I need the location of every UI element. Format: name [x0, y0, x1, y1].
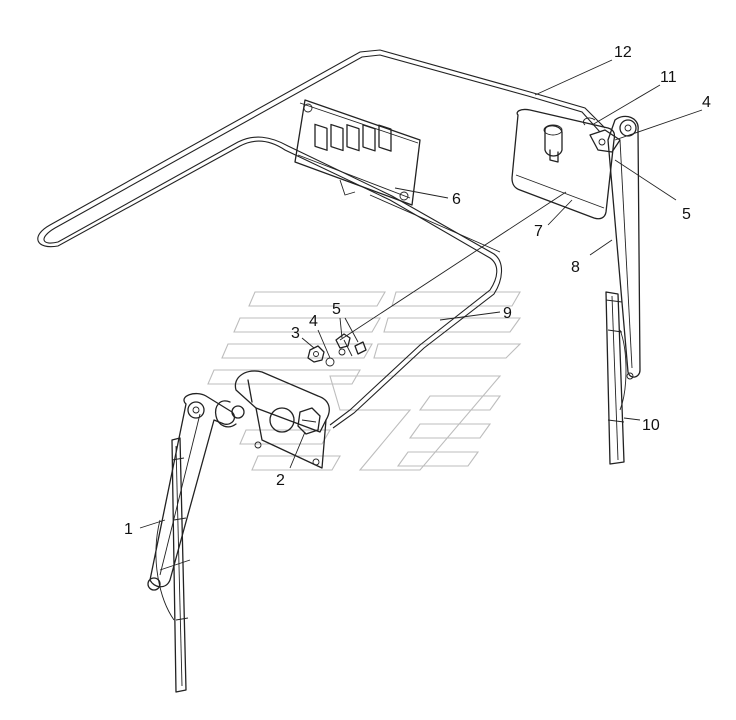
- callout-5-right: 5: [682, 206, 691, 223]
- watermark-logo: [207, 291, 522, 471]
- callout-11: 11: [660, 69, 677, 86]
- callout-5-left: 5: [332, 301, 341, 318]
- callout-7: 7: [534, 223, 543, 240]
- callout-12: 12: [614, 44, 632, 61]
- wiper-motor: [214, 370, 330, 469]
- callout-9: 9: [503, 305, 512, 322]
- fasteners: [307, 333, 367, 367]
- callout-8: 8: [571, 259, 580, 276]
- callout-2: 2: [276, 472, 285, 489]
- right-wiper-arm: [607, 115, 641, 380]
- callout-1: 1: [124, 521, 133, 538]
- leader-lines: [139, 59, 703, 529]
- left-wiper-arm: [147, 392, 236, 591]
- callout-4-left: 4: [309, 313, 318, 330]
- switch-panel: [294, 99, 421, 206]
- right-wiper-blade: [605, 291, 627, 465]
- callout-4-right: 4: [702, 94, 711, 111]
- washer-hose: [37, 49, 606, 429]
- callout-3: 3: [291, 325, 300, 342]
- switch-rockers: [314, 123, 392, 152]
- washer-reservoir: [511, 108, 616, 220]
- left-wiper-blade: [155, 437, 191, 693]
- reservoir-pump: [583, 117, 621, 153]
- callout-6: 6: [452, 191, 461, 208]
- callout-labels: 1 2 3 4 4 5 5 6 7 8 9 10 11 12: [124, 44, 711, 538]
- callout-10: 10: [642, 417, 660, 434]
